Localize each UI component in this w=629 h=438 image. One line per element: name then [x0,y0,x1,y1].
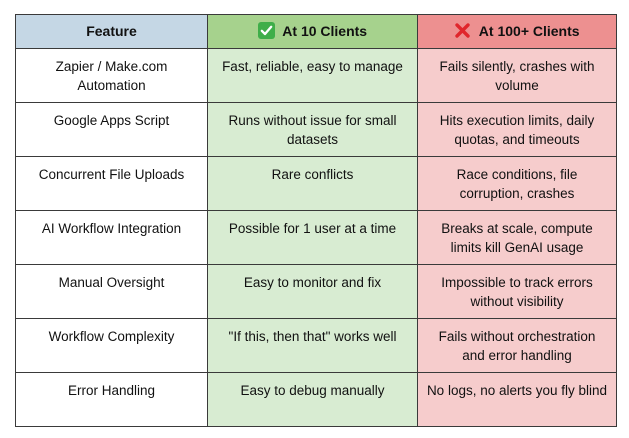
ten-clients-cell: Possible for 1 user at a time [207,210,418,265]
feature-cell: Concurrent File Uploads [15,156,208,211]
hundred-clients-cell: Impossible to track errors without visib… [417,264,617,319]
header-hundred-clients: At 100+ Clients [417,14,617,49]
feature-cell: Zapier / Make.com Automation [15,48,208,103]
ten-clients-cell: "If this, then that" works well [207,318,418,373]
table-row: Google Apps Script Runs without issue fo… [15,102,617,157]
table-row: Zapier / Make.com Automation Fast, relia… [15,48,617,103]
feature-cell: Google Apps Script [15,102,208,157]
header-row: Feature At 10 Clients [15,14,617,49]
header-feature-label: Feature [86,23,137,39]
comparison-table: Feature At 10 Clients [15,14,617,427]
cross-mark-icon [454,22,471,39]
table-row: Error Handling Easy to debug manually No… [15,372,617,427]
header-ten-clients: At 10 Clients [207,14,418,49]
feature-cell: AI Workflow Integration [15,210,208,265]
check-mark-icon [257,22,275,39]
hundred-clients-cell: Race conditions, file corruption, crashe… [417,156,617,211]
table-row: Concurrent File Uploads Rare conflicts R… [15,156,617,211]
hundred-clients-cell: Hits execution limits, daily quotas, and… [417,102,617,157]
table-row: Workflow Complexity "If this, then that"… [15,318,617,373]
feature-cell: Error Handling [15,372,208,427]
hundred-clients-cell: Fails without orchestration and error ha… [417,318,617,373]
feature-cell: Workflow Complexity [15,318,208,373]
hundred-clients-cell: Breaks at scale, compute limits kill Gen… [417,210,617,265]
hundred-clients-cell: Fails silently, crashes with volume [417,48,617,103]
header-hundred-clients-label: At 100+ Clients [478,23,580,39]
ten-clients-cell: Easy to monitor and fix [207,264,418,319]
hundred-clients-cell: No logs, no alerts you fly blind [417,372,617,427]
header-feature: Feature [15,14,208,49]
table-row: Manual Oversight Easy to monitor and fix… [15,264,617,319]
feature-cell: Manual Oversight [15,264,208,319]
comparison-table-container: Feature At 10 Clients [15,14,617,427]
ten-clients-cell: Runs without issue for small datasets [207,102,418,157]
ten-clients-cell: Rare conflicts [207,156,418,211]
table-row: AI Workflow Integration Possible for 1 u… [15,210,617,265]
ten-clients-cell: Fast, reliable, easy to manage [207,48,418,103]
header-ten-clients-label: At 10 Clients [282,23,368,39]
ten-clients-cell: Easy to debug manually [207,372,418,427]
